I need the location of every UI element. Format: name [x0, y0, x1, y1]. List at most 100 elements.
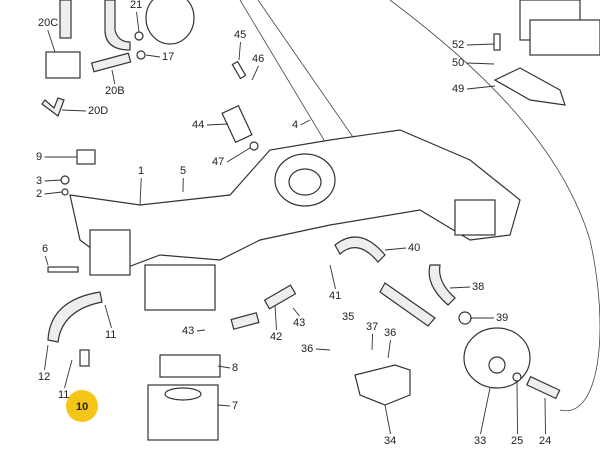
leader-line	[480, 387, 491, 435]
callout-label-1[interactable]: 1	[138, 165, 144, 177]
callout-label-41[interactable]: 41	[329, 290, 341, 302]
vacuum-unit	[145, 0, 195, 45]
callout-label-11[interactable]: 11	[58, 389, 69, 401]
manifold-stand	[144, 264, 216, 311]
leader-line	[44, 344, 49, 371]
clip-39	[458, 311, 472, 325]
leader-line	[139, 177, 142, 206]
valve-20c	[45, 51, 81, 79]
callout-label-37[interactable]: 37	[366, 321, 378, 333]
bracket-44	[221, 104, 253, 144]
callout-label-11[interactable]: 11	[105, 329, 116, 341]
callout-label-33[interactable]: 33	[474, 435, 486, 447]
hose-12	[47, 291, 103, 343]
washer-2	[61, 188, 69, 196]
leader-line	[44, 179, 62, 182]
leader-line	[196, 329, 206, 332]
callout-label-6[interactable]: 6	[42, 243, 48, 255]
callout-label-9[interactable]: 9	[36, 151, 42, 163]
callout-label-17[interactable]: 17	[162, 51, 174, 63]
leader-line	[61, 109, 87, 112]
callout-label-40[interactable]: 40	[408, 242, 420, 254]
callout-label-36[interactable]: 36	[384, 327, 396, 339]
guide-line	[239, 0, 356, 151]
callout-label-43[interactable]: 43	[182, 325, 194, 337]
leader-line	[466, 85, 496, 90]
nut-21	[134, 31, 144, 41]
callout-label-24[interactable]: 24	[539, 435, 551, 447]
leader-line	[274, 304, 277, 331]
leader-line	[44, 191, 63, 195]
callout-label-50[interactable]: 50	[452, 57, 464, 69]
leader-line	[206, 123, 229, 126]
callout-label-8[interactable]: 8	[232, 362, 238, 374]
callout-label-21[interactable]: 21	[130, 0, 142, 11]
callout-label-35[interactable]: 35	[342, 311, 354, 323]
washer-25	[512, 372, 522, 382]
hose-42	[263, 284, 297, 310]
sensor-9	[76, 149, 96, 165]
hose-20b	[90, 52, 132, 73]
leader-line	[387, 339, 391, 359]
callout-label-46[interactable]: 46	[252, 53, 264, 65]
leader-line	[238, 41, 241, 61]
callout-label-47[interactable]: 47	[212, 156, 224, 168]
leader-line	[111, 69, 116, 85]
manifold-bracket	[89, 229, 131, 276]
callout-label-52[interactable]: 52	[452, 39, 464, 51]
callout-label-4[interactable]: 4	[292, 119, 298, 131]
throttle-body-bore	[288, 168, 322, 196]
callout-label-20C[interactable]: 20C	[38, 17, 58, 29]
callout-label-10[interactable]: 10	[76, 401, 88, 413]
bracket-34	[354, 364, 411, 406]
leader-line	[136, 11, 140, 33]
highlight-marker[interactable]	[66, 390, 98, 422]
callout-label-25[interactable]: 25	[511, 435, 523, 447]
leader-line	[384, 404, 391, 435]
manifold-port	[454, 199, 496, 236]
leader-line	[516, 381, 518, 435]
leader-line	[145, 54, 161, 58]
leader-line	[544, 397, 546, 435]
block-upper-right	[529, 19, 600, 56]
callout-label-20D[interactable]: 20D	[88, 105, 108, 117]
leader-line	[44, 255, 49, 266]
hose-43	[230, 312, 260, 330]
callout-label-12[interactable]: 12	[38, 371, 50, 383]
bolt-6	[47, 266, 79, 273]
guide-line	[389, 0, 600, 412]
clip-17	[136, 50, 146, 60]
callout-label-7[interactable]: 7	[232, 400, 238, 412]
leader-line	[217, 365, 231, 369]
leader-line	[251, 65, 259, 81]
callout-label-20B[interactable]: 20B	[105, 85, 125, 97]
leader-line	[449, 286, 471, 289]
callout-label-39[interactable]: 39	[496, 312, 508, 324]
leader-line	[47, 29, 56, 53]
hose-20c	[59, 0, 72, 39]
callout-label-3[interactable]: 3	[36, 175, 42, 187]
callout-label-36[interactable]: 36	[301, 343, 313, 355]
leader-line	[64, 359, 73, 389]
callout-label-42[interactable]: 42	[270, 331, 282, 343]
washer-47	[249, 141, 259, 151]
leader-line	[300, 119, 311, 126]
leader-line	[329, 264, 336, 290]
callout-label-34[interactable]: 34	[384, 435, 396, 447]
hose-38	[428, 264, 456, 306]
nut-3	[60, 175, 70, 185]
callout-label-2[interactable]: 2	[36, 188, 42, 200]
spacer-7-bore	[164, 387, 202, 401]
callout-label-45[interactable]: 45	[234, 29, 246, 41]
callout-label-5[interactable]: 5	[180, 165, 186, 177]
callout-label-43[interactable]: 43	[293, 317, 305, 329]
leader-line	[217, 404, 231, 407]
hose-20d	[41, 97, 65, 117]
oil-filter-center	[488, 356, 506, 374]
callout-label-38[interactable]: 38	[472, 281, 484, 293]
leader-line	[384, 247, 407, 251]
callout-label-49[interactable]: 49	[452, 83, 464, 95]
callout-label-44[interactable]: 44	[192, 119, 204, 131]
